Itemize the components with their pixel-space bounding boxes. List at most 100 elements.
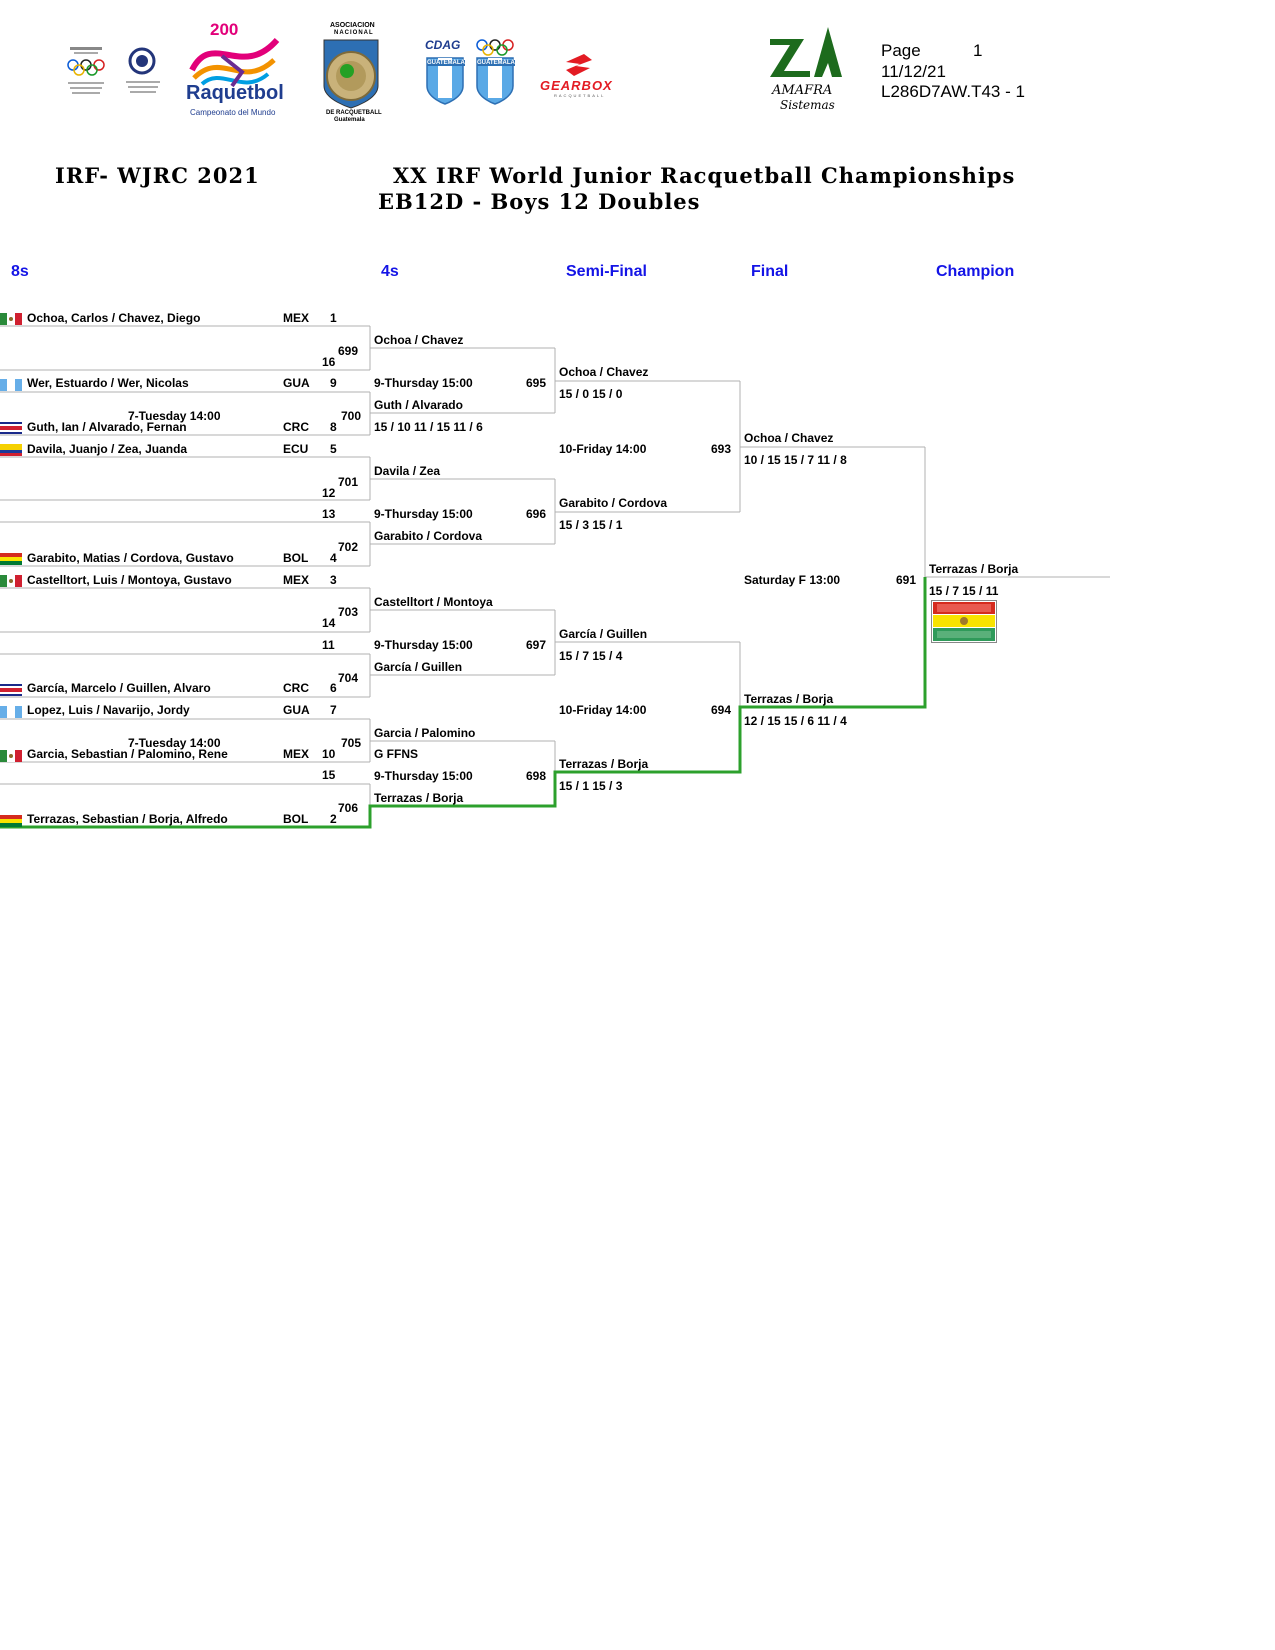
match-704-number: 704 [338, 671, 359, 685]
cdag-text: CDAG [425, 38, 461, 52]
entry-8-seed: 7 [330, 703, 337, 717]
champion-score: 15 / 7 15 / 11 [929, 584, 999, 598]
entry-4-seed: 5 [330, 442, 337, 456]
asociacion-bottom-text: DE RACQUETBALL [326, 110, 382, 116]
r4-winner-1: Ochoa / Chavez [374, 333, 464, 347]
match-702-number: 702 [338, 540, 359, 554]
entry-3-seed: 8 [330, 420, 337, 434]
bye-seed-15: 15 [322, 768, 336, 782]
round-header-semi: Semi-Final [566, 263, 647, 280]
round-header-8s: 8s [11, 263, 29, 280]
match-700-number: 700 [341, 409, 362, 423]
r4-winner-8: Terrazas / Borja [374, 791, 464, 805]
entry-1-seed: 1 [330, 311, 337, 325]
entry-7-country: CRC [283, 681, 309, 695]
match-700-schedule: 7-Tuesday 14:00 [128, 409, 221, 423]
bolivia-flag-icon [0, 815, 22, 827]
entry-6: Castelltort, Luis / Montoya, Gustavo [27, 573, 232, 587]
seal-icon [126, 47, 160, 93]
asociacion-logo: ASOCIACION NACIONAL DE RACQUETBALL Guate… [320, 20, 382, 125]
match-705-number: 705 [341, 736, 362, 750]
gearbox-logo: GEARBOX RACQUETBALL [540, 52, 630, 98]
semi-winner-4: Terrazas / Borja [559, 757, 649, 771]
page-number: 1 [973, 41, 983, 60]
entry-8: Lopez, Luis / Navarijo, Jordy [27, 703, 190, 717]
entry-5-seed: 4 [330, 551, 337, 565]
event-short-title: IRF- WJRC 2021 [55, 163, 260, 188]
bolivia-champion-flag-icon [931, 600, 997, 643]
r4-winner-3: Davila / Zea [374, 464, 441, 478]
final-winner-2: Terrazas / Borja [744, 692, 834, 706]
costa-rica-flag-icon [0, 422, 22, 434]
gearbox-text: GEARBOX [540, 78, 613, 93]
costa-rica-flag-icon [0, 684, 22, 696]
match-697-schedule: 9-Thursday 15:00 [374, 638, 473, 652]
entry-1-country: MEX [283, 311, 310, 325]
match-698-schedule: 9-Thursday 15:00 [374, 769, 473, 783]
mexico-flag-icon [0, 313, 22, 325]
r4-winner-5: Castelltort / Montoya [374, 595, 493, 609]
guatemala-flag-icon [0, 706, 22, 718]
match-703-number: 703 [338, 605, 359, 619]
match-698-number: 698 [526, 769, 547, 783]
mexico-flag-icon [0, 575, 22, 587]
amafra-sistemas-text: Sistemas [780, 98, 835, 112]
report-date: 11/12/21 [881, 62, 946, 81]
semi-winner-2: Garabito / Cordova [559, 496, 668, 510]
entry-4-country: ECU [283, 442, 309, 456]
match-701-number: 701 [338, 475, 359, 489]
entry-7: García, Marcelo / Guillen, Alvaro [27, 681, 211, 695]
round-header-final: Final [751, 263, 789, 280]
entry-1: Ochoa, Carlos / Chavez, Diego [27, 311, 201, 325]
guatemala-text-2: GUATEMALA [477, 60, 515, 66]
entry-10-seed: 2 [330, 812, 337, 826]
raquetbol-200-text: 200 [210, 20, 239, 39]
r4-winner-6: García / Guillen [374, 660, 463, 674]
page-label: Page [881, 41, 921, 60]
entry-5-country: BOL [283, 551, 309, 565]
round-header-champion: Champion [936, 263, 1015, 280]
raquetbol-word: Raquetbol [186, 82, 284, 104]
round-header-4s: 4s [381, 263, 399, 280]
match-693-schedule: 10-Friday 14:00 [559, 442, 647, 456]
semi-winner-2-score: 15 / 3 15 / 1 [559, 518, 623, 532]
asociacion-top-text: ASOCIACION [330, 22, 375, 29]
guatemala-shield-icon [426, 57, 464, 105]
asociacion-city-text: Guatemala [334, 117, 365, 123]
match-696-number: 696 [526, 507, 547, 521]
report-code: L286D7AW.T43 - 1 [881, 82, 1025, 101]
semi-winner-1: Ochoa / Chavez [559, 365, 649, 379]
asociacion-mid-text: NACIONAL [334, 30, 374, 36]
match-695-number: 695 [526, 376, 547, 390]
olympic-committee-logo [62, 45, 110, 100]
winner-path [0, 577, 927, 829]
entry-6-country: MEX [283, 573, 310, 587]
entry-3-country: CRC [283, 420, 309, 434]
bye-seed-14: 14 [322, 616, 336, 630]
semi-winner-1-score: 15 / 0 15 / 0 [559, 387, 623, 401]
guatemala-flag-icon [0, 379, 22, 391]
match-694-schedule: 10-Friday 14:00 [559, 703, 647, 717]
olympic-rings-icon [67, 47, 105, 94]
match-696-schedule: 9-Thursday 15:00 [374, 507, 473, 521]
entry-3: Guth, Ian / Alvarado, Fernan [27, 420, 187, 434]
entry-5: Garabito, Matias / Cordova, Gustavo [27, 551, 234, 565]
semi-winner-4-score: 15 / 1 15 / 3 [559, 779, 623, 793]
entry-9: Garcia, Sebastian / Palomino, Rene [27, 747, 228, 761]
shield-icon [323, 39, 379, 109]
bye-seed-12: 12 [322, 486, 336, 500]
match-695-schedule: 9-Thursday 15:00 [374, 376, 473, 390]
bye-seed-11: 11 [322, 638, 335, 652]
match-699-number: 699 [338, 344, 359, 358]
raquetbol-200-logo: 200 Raquetbol Campeonato del Mundo [182, 20, 286, 122]
olympic-rings-icon [476, 39, 514, 56]
semi-winner-3: García / Guillen [559, 627, 648, 641]
match-705-schedule: 7-Tuesday 14:00 [128, 736, 221, 750]
entry-10: Terrazas, Sebastian / Borja, Alfredo [27, 812, 228, 826]
ministry-seal-logo [120, 45, 165, 100]
bye-seed-16: 16 [322, 355, 336, 369]
entry-9-country: MEX [283, 747, 310, 761]
guatemala-shield-icon [476, 57, 514, 105]
cdag-logo: CDAG GUATEMALA GUATEMALA [425, 38, 520, 110]
mexico-flag-icon [0, 750, 22, 762]
